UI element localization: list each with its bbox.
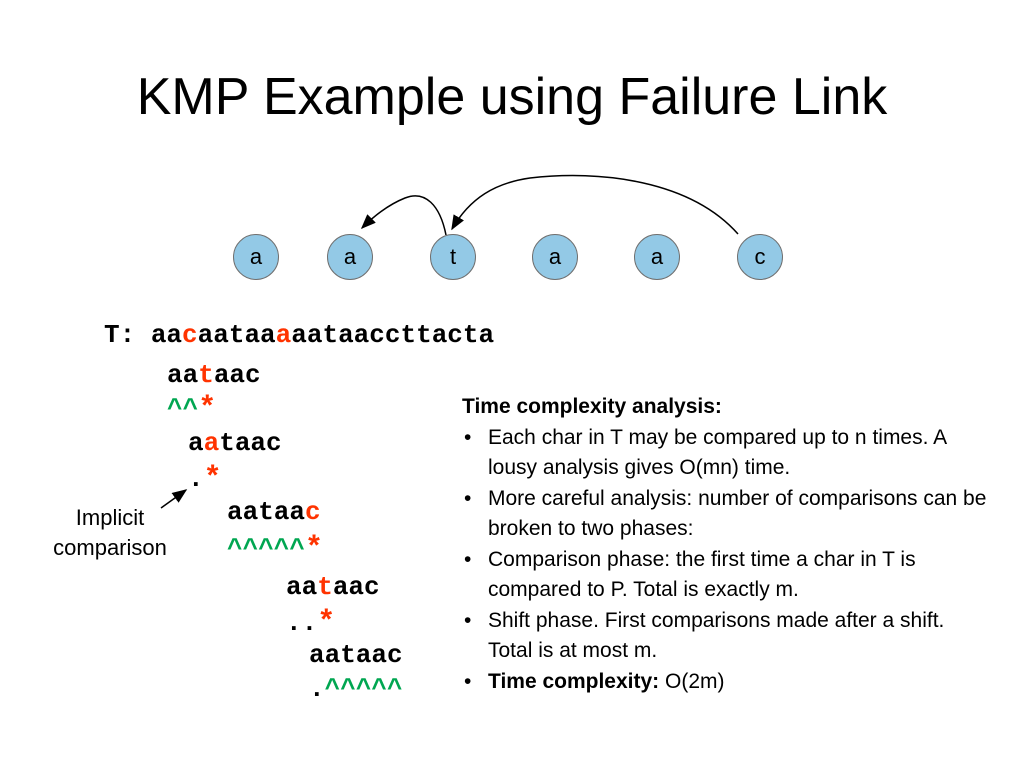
alignment-3-comparison: ^^^^^*: [227, 534, 323, 564]
alignment-4-comparison: ..*: [286, 608, 335, 638]
text-prefix: aa: [150, 320, 183, 350]
analysis-bullet-2: • More careful analysis: number of compar…: [462, 484, 988, 545]
analysis-bullet-1-text: Each char in T may be compared up to n t…: [488, 425, 946, 480]
analysis-bullet-3-text: Comparison phase: the first time a char …: [488, 547, 916, 602]
text-mismatch-char-2: a: [275, 320, 292, 350]
failure-link-c-to-t: [451, 174, 739, 235]
analysis-bullet-4: • Shift phase. First comparisons made aft…: [462, 606, 988, 667]
alignment-4-pre: aa: [286, 572, 318, 602]
alignment-3-fail-mark: *: [305, 532, 324, 566]
alignment-2-post: taac: [219, 428, 282, 458]
text-line: T: aacaataaaaataaccttacta: [104, 320, 494, 350]
slide-title: KMP Example using Failure Link: [136, 68, 888, 126]
text-label: T:: [104, 320, 151, 350]
alignment-3-pre: aataa: [227, 497, 306, 527]
final-complexity-label: Time complexity:: [488, 669, 660, 693]
bullet-glyph: •: [464, 669, 472, 693]
alignment-1-pattern: aataac: [167, 360, 261, 390]
pattern-node-2: a: [327, 234, 373, 280]
analysis-bullet-2-text: More careful analysis: number of compari…: [488, 486, 987, 541]
analysis-bullet-5: • Time complexity: O(2m): [462, 667, 988, 698]
alignment-4-fail-mark: *: [317, 606, 336, 640]
alignment-1-comparison: ^^*: [167, 394, 216, 424]
alignment-4-post: aac: [332, 572, 380, 602]
implicit-caption-line-2: comparison: [53, 535, 167, 560]
alignment-2-fail-mark: *: [203, 462, 222, 496]
alignment-2-pattern: aataac: [188, 428, 282, 458]
pattern-node-5: a: [634, 234, 680, 280]
alignment-1-pre: aa: [167, 360, 199, 390]
analysis-bullet-3: • Comparison phase: the first time a char…: [462, 545, 988, 606]
analysis-heading: Time complexity analysis:: [462, 395, 722, 418]
analysis-bullet-4-text: Shift phase. First comparisons made afte…: [488, 608, 945, 663]
alignment-1-fail-mark: *: [198, 392, 217, 426]
alignment-4-mismatch: t: [317, 572, 333, 602]
alignment-2-implicit-mark: .: [188, 464, 204, 494]
pattern-node-1: a: [233, 234, 279, 280]
text-mismatch-char-1: c: [182, 320, 198, 350]
pattern-node-6: c: [737, 234, 783, 280]
alignment-3-matches: ^^^^^: [227, 534, 306, 564]
alignment-5-implicit-mark: .: [309, 674, 325, 704]
alignment-3-mismatch: c: [305, 497, 321, 527]
final-complexity-value: O(2m): [659, 669, 725, 693]
text-suffix: aataaccttacta: [291, 320, 495, 350]
analysis-bullet-list: • Each char in T may be compared up to n …: [462, 423, 1002, 698]
alignment-1-post: aac: [213, 360, 261, 390]
implicit-pointer-arrow: [160, 489, 188, 509]
failure-link-t-to-a: [360, 195, 447, 236]
implicit-comparison-caption: Implicit comparison: [40, 503, 180, 563]
alignment-2-mismatch: a: [203, 428, 220, 458]
alignment-5-pattern: aataac: [309, 640, 403, 670]
alignment-1-mismatch: t: [198, 360, 214, 390]
time-complexity-analysis: Time complexity analysis: • Each char in …: [462, 392, 1002, 697]
pattern-node-3: t: [430, 234, 476, 280]
bullet-glyph: •: [464, 486, 472, 510]
alignment-2-pre: a: [188, 428, 204, 458]
alignment-1-matches: ^^: [167, 394, 199, 424]
implicit-caption-line-1: Implicit: [75, 505, 145, 530]
bullet-glyph: •: [464, 547, 472, 571]
alignment-3-pattern: aataac: [227, 497, 321, 527]
bullet-glyph: •: [464, 608, 472, 632]
bullet-glyph: •: [464, 425, 472, 449]
alignment-4-pattern: aataac: [286, 572, 380, 602]
alignment-4-implicit-mark: ..: [286, 608, 318, 638]
analysis-bullet-1: • Each char in T may be compared up to n …: [462, 423, 988, 484]
alignment-2-comparison: .*: [188, 464, 222, 494]
text-middle: aataa: [197, 320, 276, 350]
alignment-5-matches: ^^^^^: [324, 674, 403, 704]
alignment-5-comparison: .^^^^^: [309, 674, 403, 704]
pattern-node-4: a: [532, 234, 578, 280]
